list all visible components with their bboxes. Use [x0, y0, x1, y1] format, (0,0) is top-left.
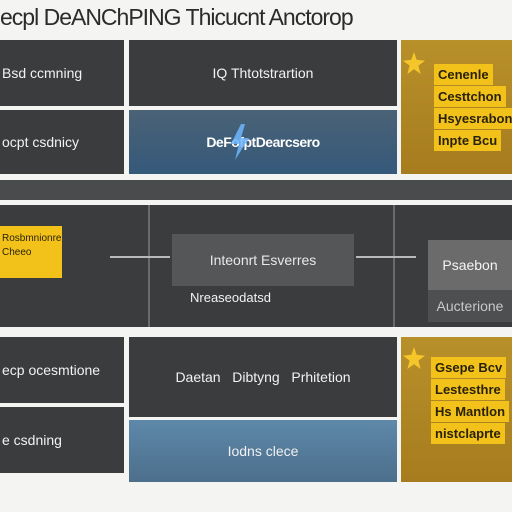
row3-left-bottom-label: e csdning: [2, 432, 62, 448]
row3-center-bottom-label: Iodns clece: [227, 443, 299, 459]
row3-center-top-panel: Daetan Dibtyng Prhitetion: [129, 337, 397, 417]
row2-divider-right: [393, 205, 395, 327]
row2-left-tag-line-1: Rosbmnionre: [2, 233, 62, 244]
row1-center-bottom-panel: DeFofptDearcsero: [129, 110, 397, 174]
row3-right-label-4: nistclaprte: [431, 423, 505, 444]
row1-center-bottom-label: DeFofptDearcsero: [206, 134, 320, 150]
separator-band: [0, 180, 512, 200]
row1-right-label-1: Cenenle: [434, 64, 493, 85]
row3-center-bottom-panel: Iodns clece: [129, 420, 397, 482]
row1-center-top-label: IQ Thtotstrartion: [212, 65, 314, 81]
row2-center-box: Inteonrt Esverres: [172, 234, 354, 286]
row3-right-label-3: Hs Mantlon: [431, 401, 510, 422]
row1-right-label-4: Inpte Bcu: [434, 130, 502, 151]
row1-right-panel: Cenenle Cesttchon Hsyesrabon Inpte Bcu: [401, 40, 512, 174]
row3-right-panel: Gsepe Bcv Lestesthre Hs Mantlon nistclap…: [401, 337, 512, 482]
row2-center-caption: Nreaseodatsd: [190, 290, 271, 305]
row3-left-bottom-panel: e csdning: [0, 407, 124, 473]
row2-connector-right: [356, 256, 416, 258]
row2-connector-left: [110, 256, 170, 258]
row1-left-bottom-panel: ocpt csdnicy: [0, 110, 124, 174]
row2-right-top-label: Psaebon: [428, 240, 512, 290]
row3-left-top-panel: ecp ocesmtione: [0, 337, 124, 403]
row1-left-top-label: Bsd ccmning: [2, 65, 83, 81]
row2-left-tag: Rosbmnionre Cheeo: [0, 226, 62, 278]
row1-right-label-3: Hsyesrabon: [434, 108, 512, 129]
row2-left-tag-line-2: Cheeo: [2, 247, 32, 258]
star-pin-icon: [403, 52, 425, 74]
row1-right-label-2: Cesttchon: [434, 86, 506, 107]
row3-right-label-2: Lestesthre: [431, 379, 505, 400]
row2-right-bottom-label: Aucterione: [436, 298, 504, 314]
row1-left-bottom-label: ocpt csdnicy: [2, 134, 80, 150]
row3-left-top-label: ecp ocesmtione: [2, 362, 101, 378]
page-title: ecpl DeANChPING Thicucnt Anctorop: [0, 4, 354, 30]
row3-right-label-1: Gsepe Bcv: [431, 357, 507, 378]
row2-right-box: Psaebon Aucterione: [428, 240, 512, 322]
lightning-icon: [231, 124, 249, 160]
star-pin-icon: [403, 347, 425, 369]
row2-divider-left: [148, 205, 150, 327]
row3-center-top-label: Daetan Dibtyng Prhitetion: [175, 369, 351, 385]
row1-center-top-panel: IQ Thtotstrartion: [129, 40, 397, 106]
row1-left-top-panel: Bsd ccmning: [0, 40, 124, 106]
